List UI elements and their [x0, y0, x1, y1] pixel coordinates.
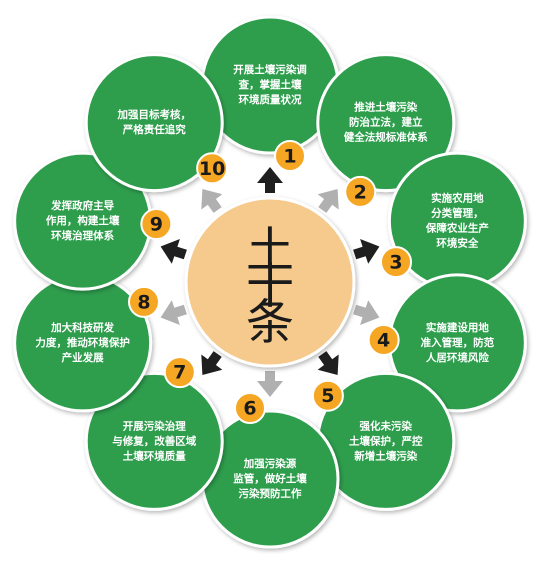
item-3-text-line: 实施农用地: [431, 192, 484, 205]
number-badge-6: [234, 392, 266, 424]
item-10-text-line: 加强目标考核，: [116, 108, 191, 121]
item-4-text-line: 实施建设用地: [426, 321, 489, 334]
item-3-text-line: 保障农业生产: [425, 222, 489, 235]
item-9-text-line: 环境治理体系: [51, 229, 114, 242]
item-9-text-line: 作用，构建土壤: [46, 214, 120, 227]
arrow-3: [353, 239, 380, 264]
arrow-5: [317, 351, 339, 375]
number-badge-1: [274, 140, 306, 172]
item-8-text-line: 加大科技研发: [50, 321, 114, 334]
number-label-1: 1: [283, 146, 296, 168]
item-9-text-line: 发挥政府主导: [50, 199, 114, 212]
number-label-10: 10: [199, 158, 225, 180]
arrow-8: [160, 300, 187, 325]
item-3-text-line: 分类管理，: [431, 207, 484, 220]
item-6-text-line: 加强污染源: [243, 457, 297, 470]
number-badge-2: [344, 175, 377, 208]
item-3-text-line: 环境安全: [436, 237, 478, 250]
number-label-3: 3: [389, 252, 402, 274]
item-6-text-line: 污染预防工作: [239, 487, 302, 500]
arrow-6: [257, 371, 283, 397]
item-2-text-line: 推进土壤污染: [354, 101, 417, 114]
number-label-8: 8: [137, 291, 150, 313]
number-badge-5: [311, 379, 344, 412]
number-label-7: 7: [173, 362, 186, 384]
arrow-10: [201, 189, 223, 213]
center-title-char-2: 十: [246, 259, 294, 315]
item-5-text-line: 新增土壤污染: [354, 449, 417, 462]
arrow-4: [353, 300, 380, 325]
item-circle-7: [84, 371, 224, 511]
item-1-text-line: 开展土壤污染调: [233, 63, 307, 76]
item-4-text-line: 准入管理，防范: [421, 336, 495, 349]
item-circle-2: [316, 53, 456, 193]
number-badge-4: [367, 323, 400, 356]
item-7-text-line: 土壤环境质量: [123, 449, 186, 462]
item-10-text-line: 严格责任追究: [122, 123, 186, 136]
item-4-text-line: 人居环境风险: [426, 351, 489, 364]
number-badge-10: [196, 152, 229, 185]
item-2-text-line: 防治立法，建立: [349, 116, 423, 129]
number-badge-7: [163, 356, 196, 389]
item-7-text-line: 与修复，改善区域: [112, 434, 196, 447]
item-5-text-line: 土壤保护，严控: [349, 434, 423, 447]
number-badge-9: [140, 208, 173, 241]
center-title-char-3: 条: [246, 295, 294, 351]
arrow-7: [201, 351, 223, 375]
number-label-4: 4: [377, 329, 390, 351]
arrow-2: [317, 189, 339, 213]
number-badge-3: [380, 246, 413, 279]
number-label-2: 2: [354, 181, 367, 203]
item-5-text-line: 强化未污染: [360, 419, 413, 432]
number-badge-8: [127, 285, 160, 318]
item-7-text-line: 开展污染治理: [123, 419, 186, 432]
center-title-char-1: 土: [246, 223, 294, 279]
arrow-9: [160, 239, 187, 264]
arrow-1: [257, 167, 283, 193]
number-label-9: 9: [150, 214, 163, 236]
center-node: 土 十 条: [184, 196, 356, 368]
item-10: 加强目标考核， 严格责任追究 10: [84, 53, 229, 213]
item-8-text-line: 产业发展: [62, 351, 104, 364]
item-1-text-line: 查，掌握土壤: [238, 78, 302, 91]
number-label-6: 6: [243, 398, 256, 420]
item-6-text-line: 监管，做好土壤: [233, 472, 307, 485]
item-2-text-line: 健全法规标准体系: [344, 131, 428, 144]
center-circle: [184, 196, 356, 368]
item-8-text-line: 力度，推动环境保护: [35, 336, 130, 349]
item-circle-10: [84, 53, 224, 193]
number-label-5: 5: [321, 385, 334, 407]
item-1-text-line: 环境质量状况: [239, 93, 302, 106]
